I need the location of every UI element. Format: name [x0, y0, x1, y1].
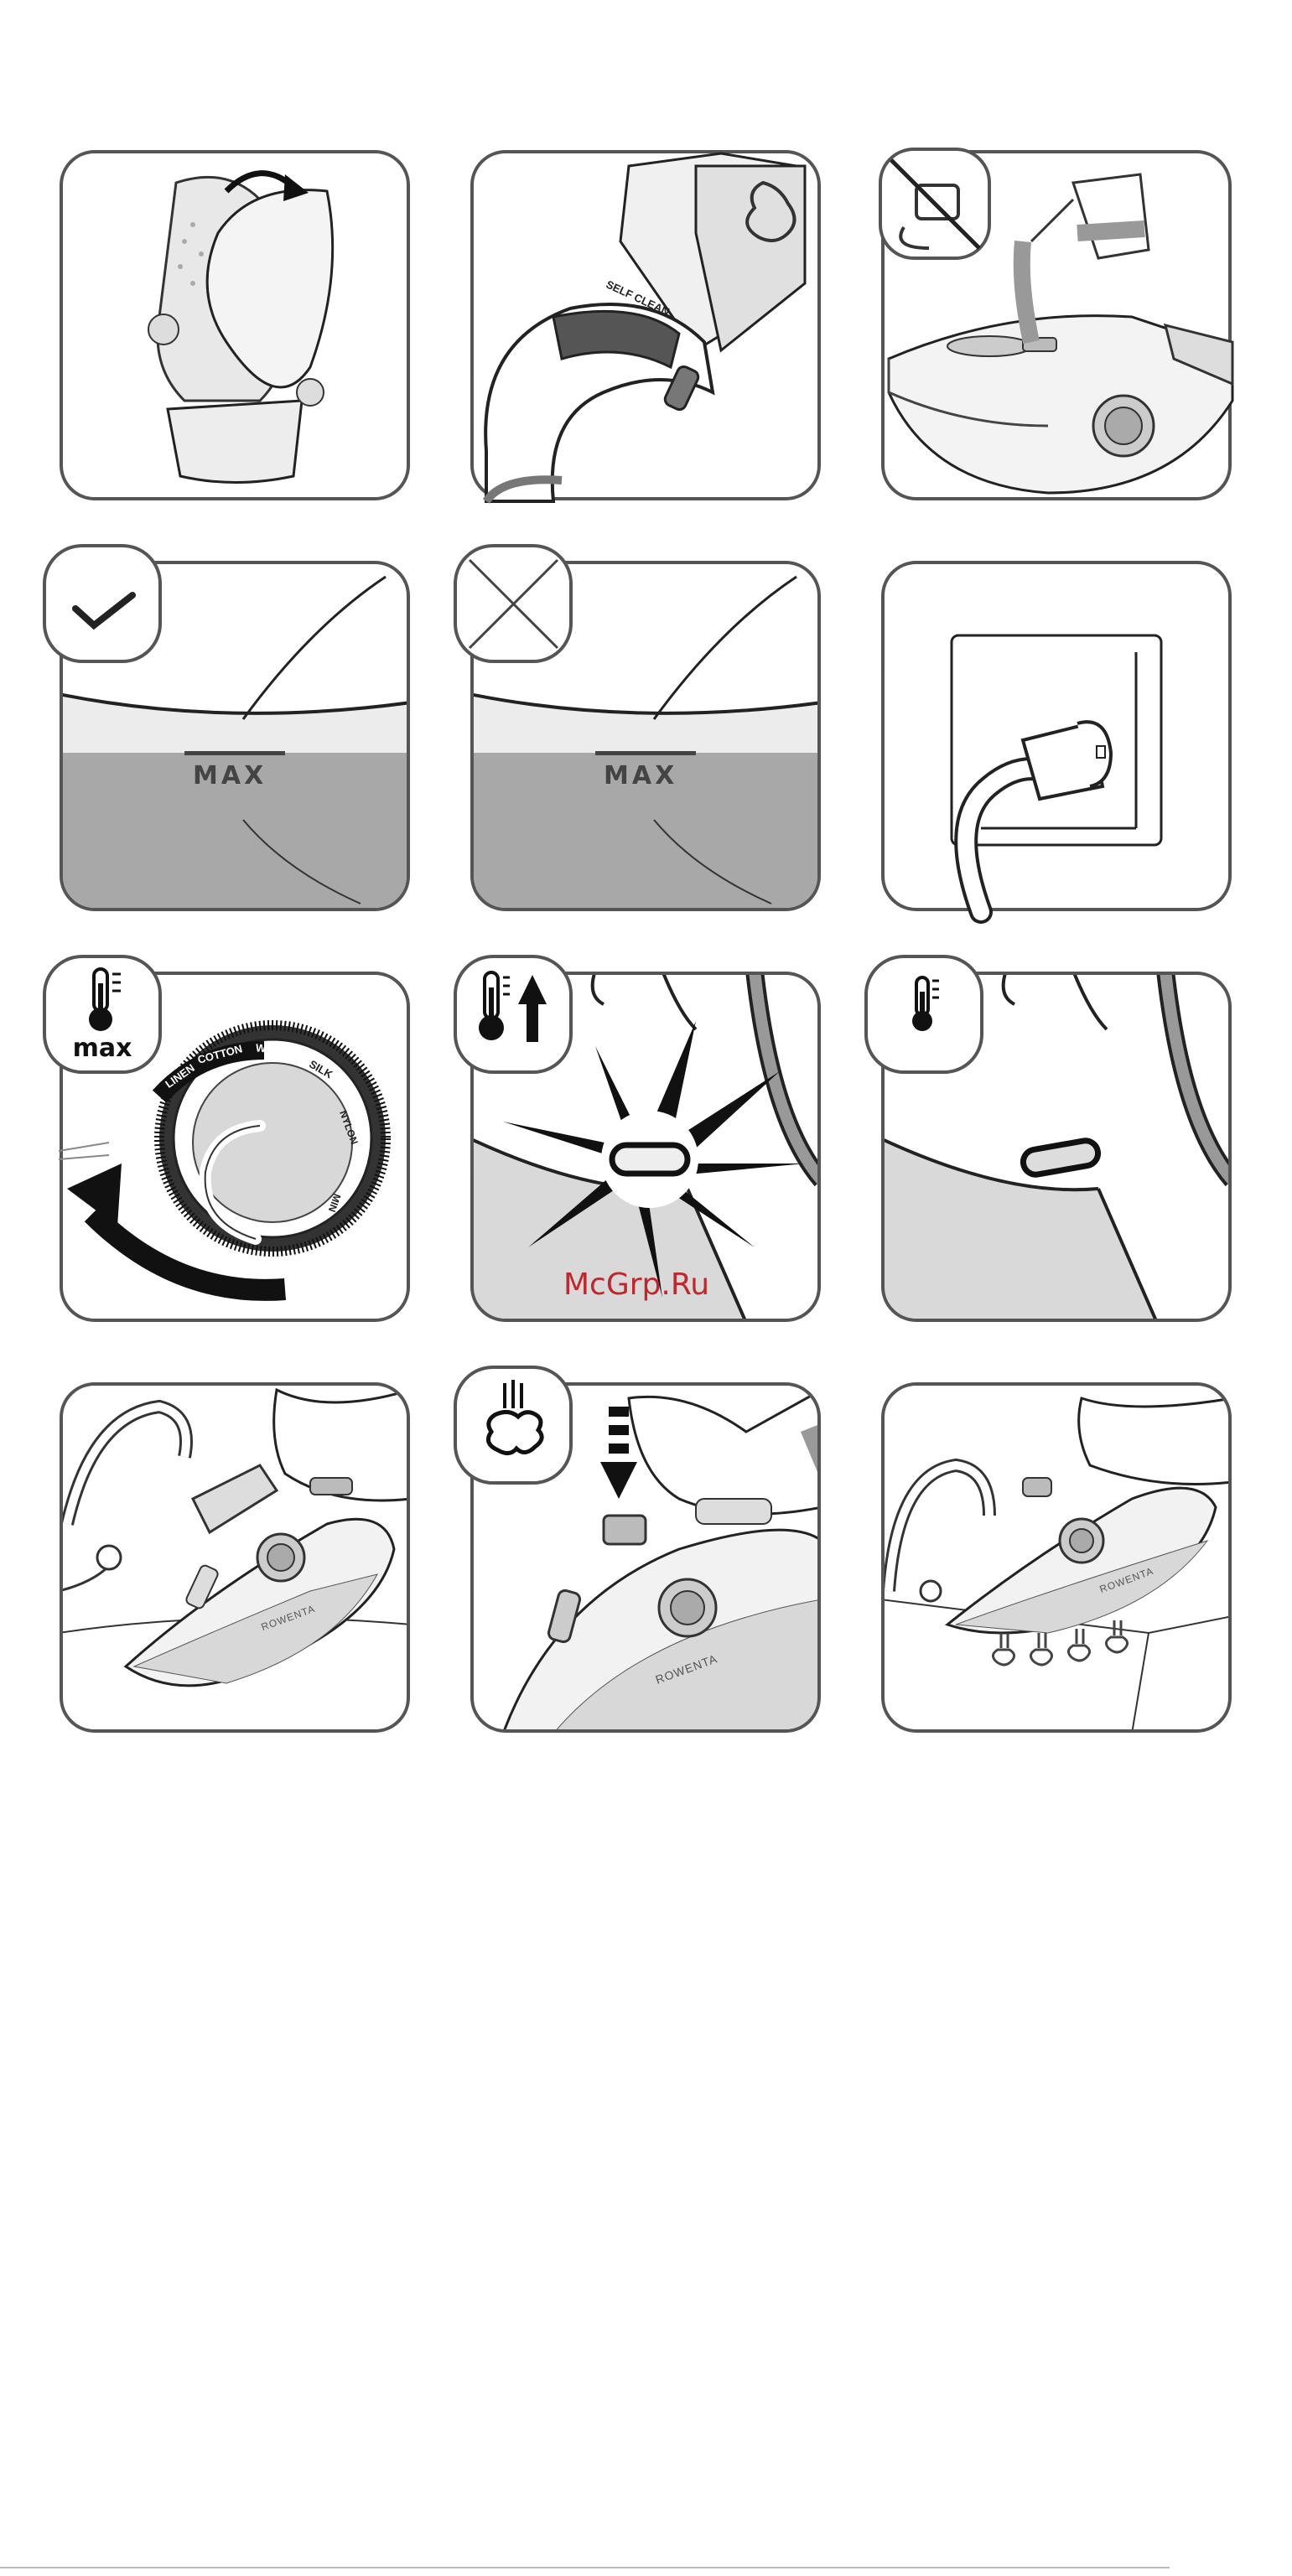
max-level-label: MAX [193, 761, 267, 790]
steam-output-illustration [880, 1381, 1232, 1734]
footer-divider [0, 2567, 1170, 2568]
cross-badge [453, 543, 579, 669]
panel-open-water-tank [59, 149, 411, 501]
panel-steam-output: ROWENTA [880, 1381, 1232, 1734]
steam-badge [453, 1365, 579, 1490]
panel-indicator-light-off [880, 971, 1232, 1323]
panel-set-max-temperature: LINEN COTTON WOOL SILK NYLON MIN max [59, 971, 411, 1323]
panel-iron-near-tap: ROWENTA [59, 1381, 411, 1734]
thermometer-max-badge: max [42, 954, 168, 1080]
panel-self-clean-dial: SELF CLEAN [470, 149, 822, 501]
panel-max-level-correct: MAX [59, 560, 411, 912]
thermometer-badge [864, 954, 989, 1080]
max-level-label: MAX [604, 761, 677, 790]
panel-max-level-wrong: MAX [470, 560, 822, 912]
panel-press-steam-button: ROWENTA [470, 1381, 822, 1734]
no-plug-badge [879, 148, 996, 265]
panel-indicator-light-on: McGrp.Ru [470, 971, 822, 1323]
check-badge [42, 543, 168, 669]
thermometer-rising-badge [453, 954, 579, 1080]
iron-tap-illustration [59, 1381, 411, 1734]
plug-socket-illustration [880, 560, 1232, 912]
watermark-text: McGrp.Ru [563, 1267, 709, 1302]
self-clean-illustration [470, 149, 822, 501]
panel-plug-in [880, 560, 1232, 912]
badge-max-text: max [73, 1034, 132, 1063]
panel-fill-water-unplugged [880, 149, 1232, 501]
iron-upright-illustration [59, 149, 411, 501]
